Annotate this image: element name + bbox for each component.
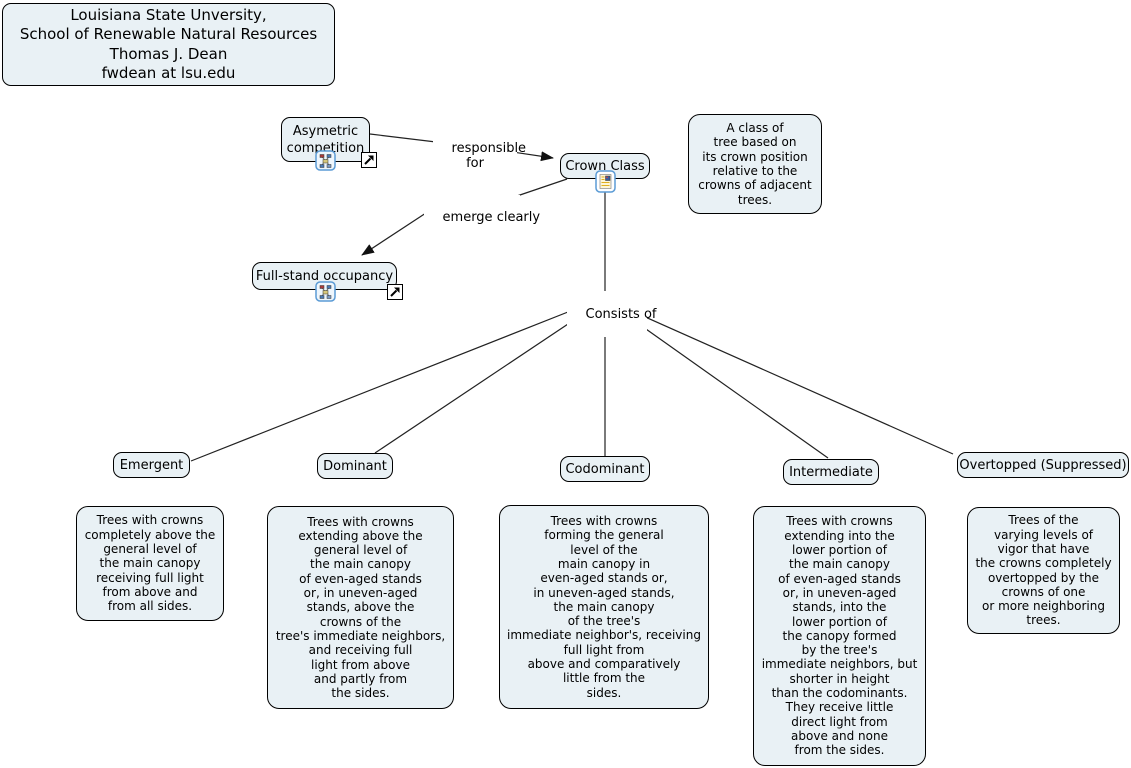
concept-map-resource-icon[interactable] <box>315 150 336 171</box>
linking-phrase-emerge-clearly[interactable]: emerge clearly <box>424 195 540 240</box>
external-link-icon[interactable] <box>387 284 403 300</box>
concept-label: Intermediate <box>789 464 873 480</box>
annotation-text: Trees of the varying levels of vigor tha… <box>975 513 1112 628</box>
linking-phrase-responsible-for[interactable]: responsible for <box>433 126 526 186</box>
concept-label: Crown Class <box>565 158 645 174</box>
credits-text: Louisiana State Unversity, School of Ren… <box>19 5 318 83</box>
annotation-text: Trees with crowns extending above the ge… <box>275 514 446 701</box>
annotation-text: Trees with crowns extending into the low… <box>761 514 918 758</box>
document-resource-icon[interactable] <box>595 170 616 193</box>
credits-box[interactable]: Louisiana State Unversity, School of Ren… <box>2 3 335 86</box>
concept-crown-class[interactable]: Crown Class <box>560 153 650 179</box>
linking-phrase-consists-of[interactable]: Consists of <box>567 292 657 337</box>
concept-map-resource-icon[interactable] <box>315 281 336 302</box>
concept-label: Emergent <box>119 457 184 473</box>
external-link-icon[interactable] <box>361 152 377 168</box>
annotation-overtopped-definition[interactable]: Trees of the varying levels of vigor tha… <box>967 507 1120 634</box>
concept-label: Overtopped (Suppressed) <box>959 457 1127 473</box>
concept-emergent[interactable]: Emergent <box>113 452 190 478</box>
concept-label: Codominant <box>565 461 645 477</box>
concept-label: Full-stand occupancy <box>255 268 394 284</box>
annotation-text: Trees with crowns forming the general le… <box>507 514 701 700</box>
concept-overtopped-suppressed[interactable]: Overtopped (Suppressed) <box>957 452 1129 478</box>
annotation-dominant-definition[interactable]: Trees with crowns extending above the ge… <box>267 506 454 709</box>
annotation-emergent-definition[interactable]: Trees with crowns completely above the g… <box>76 506 224 621</box>
concept-label: Asymetric competition <box>286 123 365 156</box>
concept-codominant[interactable]: Codominant <box>560 456 650 482</box>
annotation-codominant-definition[interactable]: Trees with crowns forming the general le… <box>499 505 709 709</box>
concept-intermediate[interactable]: Intermediate <box>783 459 879 485</box>
concept-label: Dominant <box>323 458 387 474</box>
annotation-text: A class of tree based on its crown posit… <box>698 121 812 207</box>
annotation-crown-class-definition[interactable]: A class of tree based on its crown posit… <box>688 114 822 214</box>
annotation-intermediate-definition[interactable]: Trees with crowns extending into the low… <box>753 506 926 766</box>
concept-dominant[interactable]: Dominant <box>317 453 393 479</box>
annotation-text: Trees with crowns completely above the g… <box>84 513 216 614</box>
